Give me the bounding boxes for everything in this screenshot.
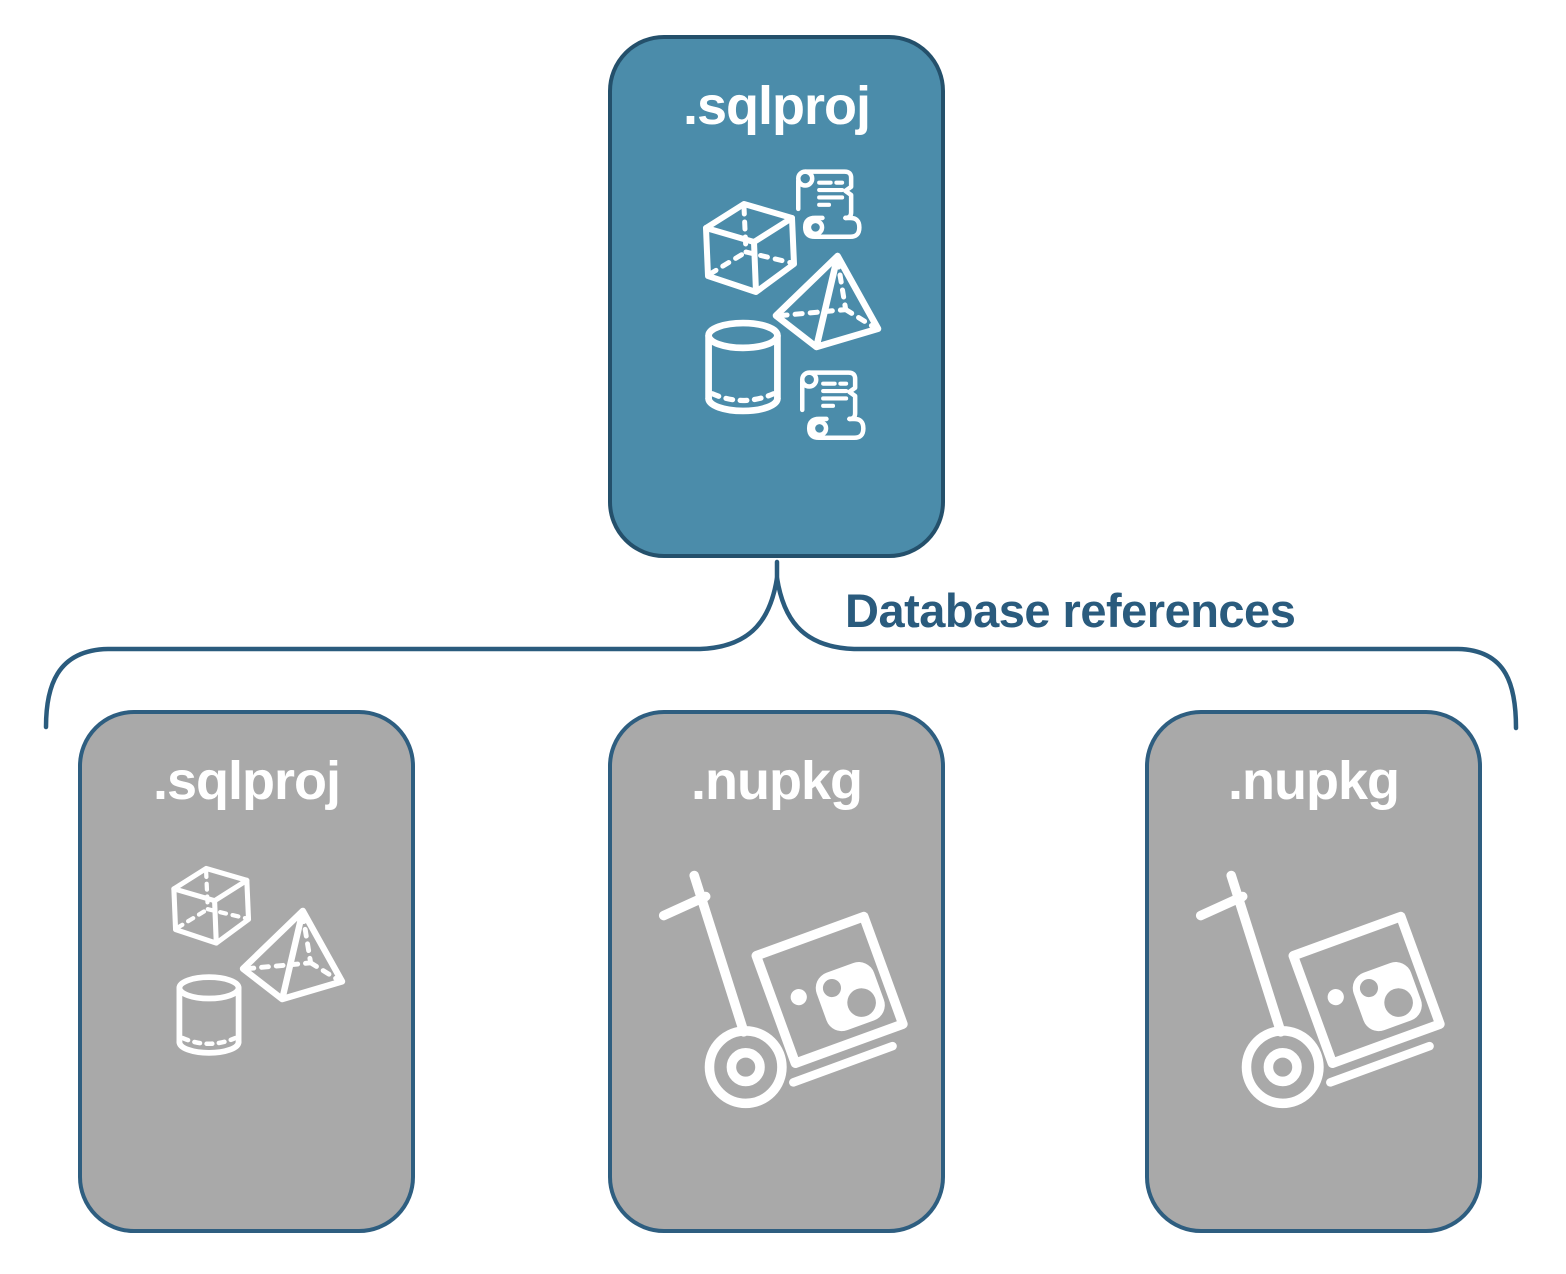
connector-label: Database references	[845, 584, 1296, 637]
cube-icon	[692, 194, 804, 306]
pyramid-icon	[770, 251, 885, 352]
nuget-hand-truck-icon	[658, 864, 944, 1112]
child-node-sqlproj: .sqlproj	[78, 710, 415, 1233]
pyramid-icon	[237, 906, 349, 1004]
child-node-title: .nupkg	[691, 751, 863, 811]
root-node-title: .sqlproj	[682, 76, 871, 136]
cylinder-icon	[700, 317, 786, 417]
child-node-title: .sqlproj	[152, 751, 341, 811]
child-node-nupkg-1: .nupkg	[608, 710, 945, 1233]
script-scroll-icon	[792, 364, 874, 446]
root-node-sqlproj: .sqlproj	[608, 35, 945, 558]
child-node-nupkg-2: .nupkg	[1145, 710, 1482, 1233]
cylinder-icon	[172, 972, 246, 1058]
nuget-hand-truck-icon	[1195, 864, 1481, 1112]
cube-icon	[162, 860, 257, 955]
script-scroll-icon	[788, 163, 870, 245]
child-node-title: .nupkg	[1228, 751, 1400, 811]
